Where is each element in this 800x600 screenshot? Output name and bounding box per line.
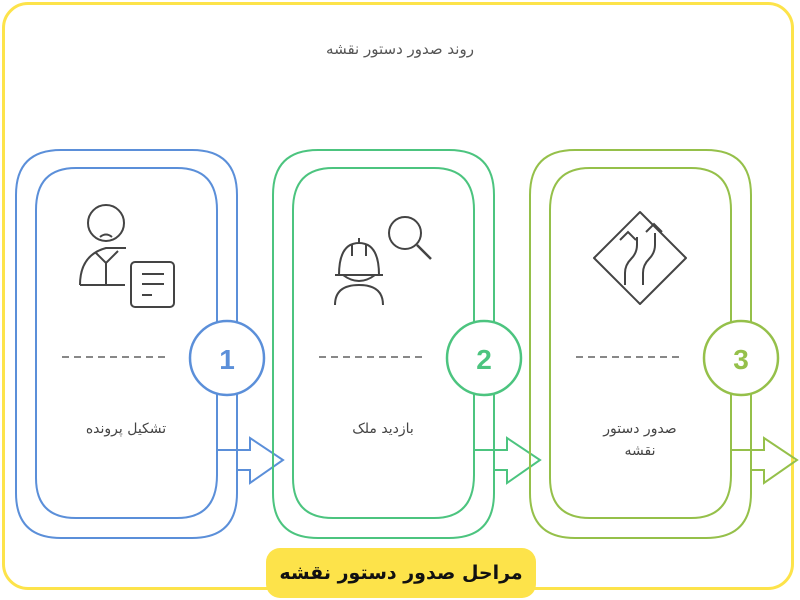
stage-2: 2: [272, 149, 542, 539]
stage-label-1: تشکیل پرونده: [85, 421, 167, 437]
step-number-circle: [188, 319, 266, 397]
stage-outline: [15, 149, 285, 539]
head-shape: [87, 204, 125, 242]
stage-outline: [529, 149, 799, 539]
step-number-circle: [702, 319, 780, 397]
road-sign-icon: [593, 211, 687, 305]
inspector-search-icon: [334, 216, 432, 306]
diagram-title: مراحل صدور دستور نقشه: [266, 548, 536, 598]
diagram-subtitle: روند صدور دستور نقشه: [326, 40, 474, 58]
stage-label-2: بازدید ملک: [352, 421, 414, 437]
step-number: 1: [219, 344, 235, 375]
stage-3: 3: [529, 149, 799, 539]
step-number: 2: [476, 344, 492, 375]
step-number: 3: [733, 344, 749, 375]
person-document-icon: [79, 204, 175, 308]
stage-1: 1: [15, 149, 285, 539]
stage-outline: [272, 149, 542, 539]
step-number-circle: [445, 319, 523, 397]
stage-label-3: صدور دستور نقشه: [603, 421, 677, 459]
